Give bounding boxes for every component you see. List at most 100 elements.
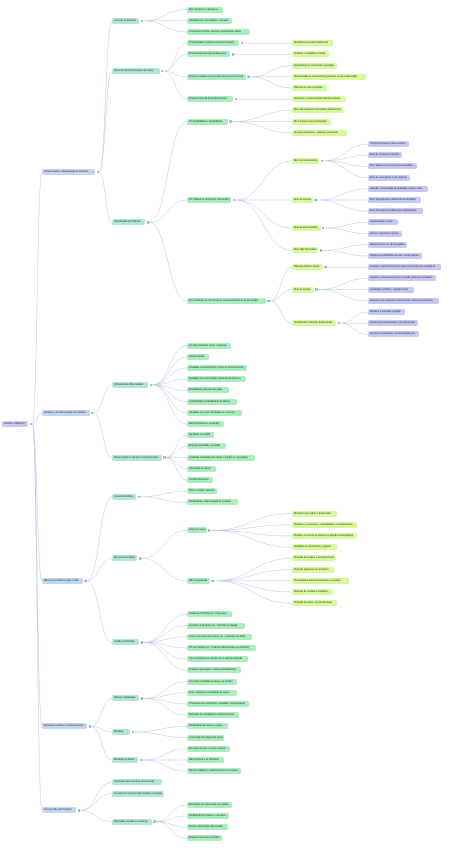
mindmap-node[interactable]: Gestão de Portfólios: [112, 639, 140, 646]
mindmap-node[interactable]: Bens de emergência ou de urgência: [368, 174, 410, 181]
mindmap-node[interactable]: Crescimento (aumento das vendas e mercad…: [112, 790, 165, 797]
mindmap-node[interactable]: Bens heterogêneos (diferenças significat…: [368, 208, 424, 215]
mindmap-node[interactable]: Seleção e comparação de qualidade, preço…: [368, 185, 428, 192]
mindmap-node[interactable]: Expectativas do consumidor superadas: [292, 62, 338, 69]
mindmap-node[interactable]: Reposicionamento do produto: [187, 835, 223, 842]
mindmap-node[interactable]: Estratégia de Marca e Posicionamento: [42, 723, 88, 730]
mindmap-node[interactable]: Melhorias e transformações futuras possí…: [292, 96, 347, 103]
collapse-toggle-icon[interactable]: [91, 411, 94, 414]
mindmap-node[interactable]: Integram o produto final como parte do p…: [368, 264, 442, 271]
collapse-toggle-icon[interactable]: [315, 288, 318, 291]
collapse-toggle-icon[interactable]: [229, 120, 232, 123]
mindmap-node[interactable]: Durabilidade (vida útil esperada): [187, 387, 229, 394]
mindmap-node[interactable]: Estratégias de manutenção de produto: [187, 801, 233, 808]
mindmap-node[interactable]: Suprimentos e Serviços Empresariais: [292, 320, 337, 327]
mindmap-node[interactable]: Produto Esperado (Actual Expected): [187, 51, 231, 58]
mindmap-node[interactable]: Requerem publicidade intensa e venda pes…: [368, 253, 423, 259]
mindmap-node[interactable]: Desconhecidos ou não desejados: [368, 241, 407, 248]
mindmap-node[interactable]: Marcas e Estratégias: [112, 695, 140, 702]
mindmap-node[interactable]: Bens tangíveis e intangíveis: [187, 6, 224, 13]
collapse-toggle-icon[interactable]: [319, 249, 323, 252]
mindmap-node[interactable]: Proteção da imagem e reconhecimento: [292, 555, 337, 562]
mindmap-node[interactable]: Posicionamento estratégico, qualidade e …: [187, 701, 250, 707]
mindmap-node[interactable]: Proteção legal para uso exclusivo: [292, 566, 334, 573]
mindmap-node[interactable]: Serviços (intangíveis, variáveis, perecí…: [292, 129, 348, 136]
mindmap-node[interactable]: Atributos para Diferenciação: [112, 381, 149, 388]
mindmap-node[interactable]: Entrega (velocidade, precisão): [187, 443, 226, 450]
mindmap-node[interactable]: Assistência técnica: [187, 477, 214, 483]
mindmap-node[interactable]: Ciclo de Vida dos Produtos: [42, 807, 77, 814]
mindmap-node[interactable]: Características únicas: [368, 219, 398, 226]
mindmap-node[interactable]: Propriedade intelectual registrada e exc…: [292, 577, 349, 584]
mindmap-node[interactable]: Classificação de Produtos: [112, 219, 145, 226]
collapse-toggle-icon[interactable]: [234, 98, 238, 101]
mindmap-node[interactable]: Instalações (edifícios, equipamentos): [368, 286, 415, 293]
mindmap-node[interactable]: Produto, em termos de presença e ligação…: [292, 533, 358, 539]
collapse-toggle-icon[interactable]: [29, 422, 33, 426]
mindmap-node[interactable]: Decisões de Produtos (ex.: Produtos de d…: [187, 622, 245, 629]
mindmap-node[interactable]: Marca própria e de fabricante: [187, 757, 225, 763]
collapse-toggle-icon[interactable]: [149, 383, 153, 386]
collapse-toggle-icon[interactable]: [320, 159, 324, 162]
mindmap-node[interactable]: Marca como Diferenciação e Valor: [42, 577, 83, 584]
collapse-toggle-icon[interactable]: [161, 70, 164, 73]
mindmap-node[interactable]: Bens de compra por impulso: [368, 152, 403, 159]
collapse-toggle-icon[interactable]: [232, 198, 236, 202]
mindmap-node[interactable]: Características: [187, 353, 209, 360]
mindmap-node[interactable]: Bens de Compra: [292, 197, 313, 203]
mindmap-node[interactable]: Orientação ao cliente: [187, 465, 216, 472]
mindmap-node[interactable]: Características e Classificação de Produ…: [42, 169, 96, 175]
mindmap-node[interactable]: Matérias-primas e Peças: [292, 264, 323, 271]
mindmap-node[interactable]: Produto e a expressões, especialidade e …: [292, 521, 358, 528]
mindmap-node[interactable]: Suprimentos operacionais e de manutenção: [368, 320, 418, 327]
collapse-toggle-icon[interactable]: [267, 299, 270, 302]
mindmap-node[interactable]: Declínio (diminuição das vendas): [187, 824, 228, 831]
mindmap-node[interactable]: Qualidade de conformidade (ausência de d…: [187, 376, 246, 383]
mindmap-node[interactable]: Construção da imagem da marca: [187, 734, 225, 741]
mindmap-node[interactable]: Bens não duráveis (consumidos rapidament…: [292, 107, 345, 114]
mindmap-node[interactable]: Criar e distinguir a identidade da marca: [187, 689, 237, 696]
mindmap-node[interactable]: Produto Potencial (Potential Product): [187, 96, 234, 103]
mindmap-node[interactable]: Serviços empresariais e de aconselhament…: [368, 331, 419, 338]
mindmap-node[interactable]: Formato (tamanho, forma, estrutura): [187, 342, 232, 349]
mindmap-node[interactable]: Bens básicos ou de primeira necessidade: [368, 163, 417, 170]
mindmap-node[interactable]: Incluem bens físicos, serviços, experiên…: [187, 29, 251, 35]
mindmap-node[interactable]: Marcas múltiplas e posicionamento de mer…: [187, 768, 242, 775]
collapse-toggle-icon[interactable]: [231, 53, 234, 56]
mindmap-node[interactable]: Elementos de Marca: [112, 555, 138, 562]
mindmap-node[interactable]: Nome, símbolo, desenho: [187, 488, 217, 495]
mindmap-node[interactable]: Conceito de Produtos: [112, 17, 140, 24]
mindmap-node[interactable]: Níveis de Produto (Conceito de Kotler): [112, 68, 160, 75]
collapse-toggle-icon[interactable]: [140, 641, 144, 644]
mindmap-node[interactable]: Produto Básico ou Essencial (Core Produc…: [187, 40, 240, 47]
collapse-toggle-icon[interactable]: [337, 322, 341, 325]
mindmap-node[interactable]: Por Hábitos de Compra do Consumidor: [187, 197, 232, 203]
mindmap-node[interactable]: Nome de marca: [187, 527, 207, 534]
mindmap-node[interactable]: Esforço especial de compra: [368, 230, 403, 237]
mindmap-node[interactable]: Satisfação de necessidades e desejos: [187, 17, 233, 24]
mindmap-node[interactable]: Auxiliam no desenvolvimento ou gestão do…: [368, 275, 436, 282]
collapse-toggle-icon[interactable]: [137, 495, 140, 498]
mindmap-node[interactable]: Modificação do produto e mercados: [187, 813, 229, 819]
mindmap-node[interactable]: Facilitam a operação e gestão: [368, 309, 406, 315]
mindmap-node[interactable]: Bens duráveis (uso prolongado): [292, 118, 331, 125]
mindmap-node[interactable]: Introdução (fase inicial de crescimento): [112, 779, 162, 786]
mindmap-node[interactable]: Melhoria de valor percebido: [292, 85, 328, 91]
mindmap-node[interactable]: Mix de Produtos (ex.: Produtos diferenci…: [187, 645, 256, 651]
mindmap-node[interactable]: Estratégia de Marca: [112, 757, 139, 763]
collapse-toggle-icon[interactable]: [77, 809, 80, 812]
mindmap-node[interactable]: Vantagens de Diferenciação de Produtos: [42, 409, 90, 416]
mindmap-node[interactable]: Bens de Especialidade: [292, 225, 321, 231]
mindmap-node[interactable]: Diferenciação da concorrência (garantias…: [292, 73, 367, 80]
mindmap-node[interactable]: Equipamentos acessórios (ferramentas, mó…: [368, 297, 440, 304]
mindmap-node[interactable]: Aplicação de estratégias de posicionamen…: [187, 712, 240, 719]
mindmap-node[interactable]: Facilidade em pronunciar e registrar: [292, 544, 338, 551]
collapse-toggle-icon[interactable]: [138, 557, 142, 560]
mindmap-node[interactable]: Fomentar a lealdade à marca e ao produto: [187, 678, 237, 685]
mindmap-node[interactable]: Branding: [112, 729, 130, 735]
mindmap-node[interactable]: Tipo de Produtos de acordo com o valor d…: [187, 656, 248, 663]
mindmap-node[interactable]: Extensão de linha e novos produtos: [187, 745, 231, 752]
mindmap-node[interactable]: Produtos, Estratégias e Ações para Marke…: [187, 667, 242, 674]
collapse-toggle-icon[interactable]: [322, 226, 325, 230]
collapse-toggle-icon[interactable]: [139, 758, 143, 762]
